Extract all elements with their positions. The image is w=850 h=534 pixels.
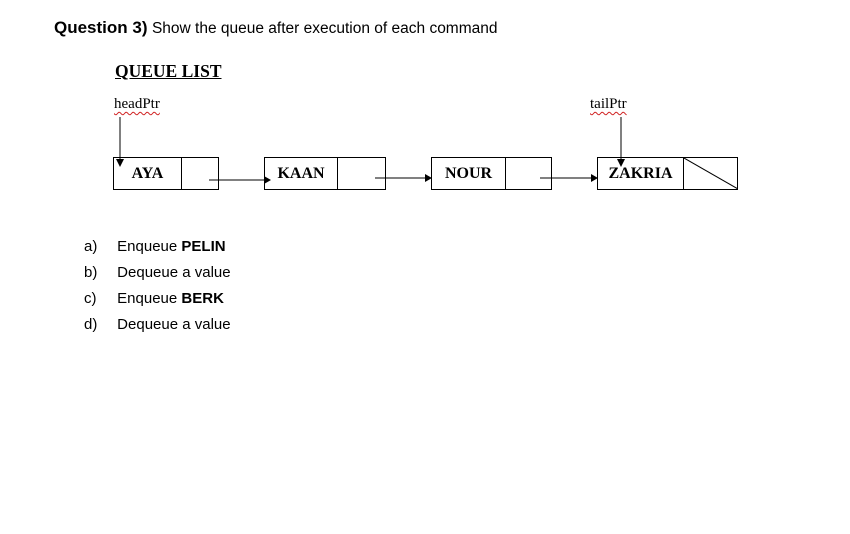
diagram-title: QUEUE LIST <box>115 61 222 81</box>
node-value: ZAKRIA <box>598 158 684 189</box>
node-value: NOUR <box>432 158 506 189</box>
queue-node-aya: AYA <box>113 157 219 190</box>
command-list: a) Enqueue PELIN b) Dequeue a value c) E… <box>84 237 231 341</box>
null-slash-icon <box>684 158 738 189</box>
command-action: Enqueue <box>117 290 178 307</box>
queue-node-nour: NOUR <box>431 157 552 190</box>
link-arrowhead-kaan-nour <box>425 174 432 182</box>
command-item: a) Enqueue PELIN <box>84 237 231 263</box>
head-pointer-label: headPtr <box>114 96 160 112</box>
command-item: b) Dequeue a value <box>84 263 231 289</box>
command-item: c) Enqueue BERK <box>84 289 231 315</box>
command-action: Enqueue <box>117 238 178 255</box>
question-text: Show the queue after execution of each c… <box>151 20 498 37</box>
queue-node-kaan: KAAN <box>264 157 386 190</box>
command-action: Dequeue a value <box>117 264 231 281</box>
tail-pointer-arrowhead <box>617 159 625 167</box>
command-letter: d) <box>84 316 98 333</box>
command-argument: BERK <box>181 290 224 307</box>
command-argument: PELIN <box>181 238 226 255</box>
question-heading: Question 3) Show the queue after executi… <box>54 18 498 39</box>
node-null-pointer <box>684 158 738 189</box>
command-letter: a) <box>84 238 98 255</box>
link-arrowhead-aya-kaan <box>264 176 271 184</box>
tail-pointer-label: tailPtr <box>590 96 627 112</box>
command-letter: b) <box>84 264 98 281</box>
node-value: KAAN <box>265 158 338 189</box>
question-label: Question 3) <box>54 18 148 37</box>
head-pointer-arrowhead <box>116 159 124 167</box>
command-letter: c) <box>84 290 97 307</box>
command-item: d) Dequeue a value <box>84 315 231 341</box>
node-value: AYA <box>114 158 182 189</box>
command-action: Dequeue a value <box>117 316 231 333</box>
link-arrowhead-nour-zakria <box>591 174 598 182</box>
